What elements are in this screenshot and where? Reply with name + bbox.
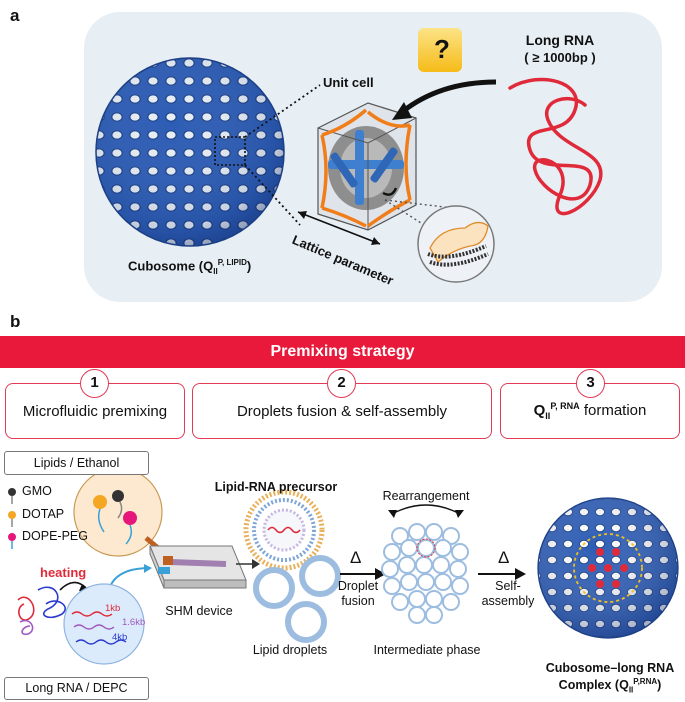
zoom-line-bottom <box>244 164 301 226</box>
long-rna-subtitle: ( ≥ 1000bp ) <box>524 50 596 65</box>
shm-device-label: SHM device <box>165 604 233 618</box>
step-1-label: Microfluidic premixing <box>22 402 168 420</box>
rna-cubosome-complex <box>537 497 679 639</box>
precursor-label: Lipid-RNA precursor <box>214 480 338 494</box>
rna-length-1kb: 1kb <box>105 603 121 614</box>
zoom-line-top <box>244 84 321 138</box>
self-assembly-line1: Self- <box>495 579 521 593</box>
intermediate-phase-label: Intermediate phase <box>373 643 481 657</box>
unit-cell-cube <box>317 102 417 231</box>
shm-device-chip <box>149 545 247 589</box>
precursor-vesicle <box>243 489 325 571</box>
long-rna-strand <box>508 77 603 216</box>
complex-label-line1: Cubosome–long RNA <box>545 661 675 675</box>
legend-dope-peg: DOPE-PEG <box>22 529 88 543</box>
droplet-fusion-line1: Droplet <box>337 579 379 593</box>
step-3-box: QIIP, RNA formation <box>500 383 680 439</box>
step-3-number: 3 <box>576 369 605 398</box>
rearrangement-label: Rearrangement <box>382 489 470 503</box>
panel-b-label: b <box>10 312 21 331</box>
selection-square <box>214 136 246 166</box>
long-rna-title: Long RNA <box>525 32 595 48</box>
rna-length-1-6kb: 1.6kb <box>122 617 146 628</box>
self-assembly-line2: assembly <box>481 594 535 608</box>
lipid-droplets-label: Lipid droplets <box>252 643 328 657</box>
delta-symbol-1: Δ <box>350 548 362 567</box>
rna-length-4kb: 4kb <box>112 632 128 643</box>
legend-dotap: DOTAP <box>22 507 65 521</box>
heating-label: heating <box>40 565 87 580</box>
rna-arrow <box>400 79 497 114</box>
step-3-label: QIIP, RNA formation <box>533 401 647 421</box>
membrane-zoom <box>417 205 495 283</box>
legend-gmo: GMO <box>22 484 52 498</box>
step-2-box: Droplets fusion & self-assembly <box>192 383 492 439</box>
step-1-number: 1 <box>80 369 109 398</box>
panel-a-illustration <box>95 28 603 283</box>
panel-a-label: a <box>10 6 20 25</box>
intermediate-phase <box>381 523 469 624</box>
cubosome-sphere <box>95 57 285 247</box>
lattice-arrow <box>297 211 381 245</box>
complex-label-line2: Complex (QIIP,RNA) <box>558 677 662 695</box>
lipid-legend-icons <box>8 488 16 549</box>
droplet-fusion-line2: fusion <box>341 594 375 608</box>
question-mark: ? <box>434 34 450 64</box>
step-1-box: Microfluidic premixing <box>5 383 185 439</box>
panel-b-illustration <box>8 467 679 665</box>
lipids-ethanol-box: Lipids / Ethanol <box>4 451 149 475</box>
long-rna-depc-box: Long RNA / DEPC <box>4 677 149 700</box>
delta-symbol-2: Δ <box>498 548 510 567</box>
lipid-droplets <box>253 555 341 643</box>
step-2-label: Droplets fusion & self-assembly <box>236 402 448 420</box>
unit-cell-label: Unit cell <box>323 75 374 90</box>
question-highlight <box>418 28 462 72</box>
premixing-banner: Premixing strategy <box>0 336 685 368</box>
cubosome-label: Cubosome (QIIP, LIPID) <box>128 258 252 276</box>
raw-rna-tangle <box>17 586 66 636</box>
rna-lengths-circle <box>63 583 145 665</box>
step-2-number: 2 <box>327 369 356 398</box>
